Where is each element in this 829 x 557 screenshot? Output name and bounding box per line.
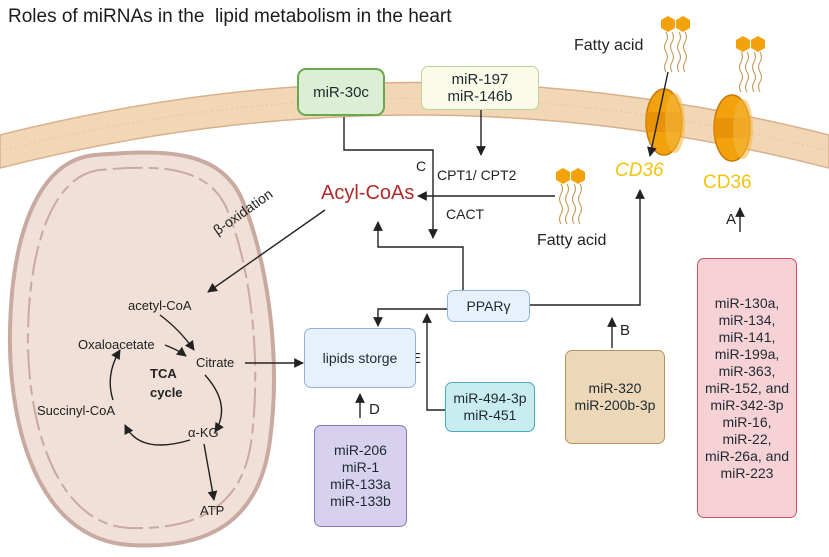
mir206-box: miR-206 miR-1 miR-133a miR-133b (314, 425, 407, 527)
cd36-channel-right (713, 94, 753, 162)
lipids-storage-box: lipids storge (304, 328, 416, 388)
acetyl-coa-label: acetyl-CoA (128, 298, 192, 313)
cd36-label-left: CD36 (615, 160, 664, 181)
mitochondrion (7, 150, 276, 548)
citrate-label: Citrate (196, 355, 235, 370)
oxaloacetate-label: Oxaloacetate (78, 337, 155, 352)
letter-a: A (726, 211, 737, 228)
ppar-gamma-box: PPARγ (447, 290, 530, 322)
acyl-coas-label: Acyl-CoAs (321, 182, 415, 204)
alpha-kg-label: α-KG (188, 425, 219, 440)
fatty-acid-label-top: Fatty acid (574, 37, 644, 54)
cell-membrane (0, 81, 829, 169)
fatty-acid-molecule-3 (555, 167, 586, 225)
succinyl-coa-label: Succinyl-CoA (37, 403, 116, 418)
cd36-label-right: CD36 (703, 172, 752, 193)
cpt-label: CPT1/ CPT2 (437, 167, 517, 183)
cycle-label: cycle (150, 385, 183, 400)
cd36-channel-left (645, 88, 685, 156)
mir-group-a-box: miR-130a, miR-134, miR-141, miR-199a, mi… (697, 258, 797, 518)
fatty-acid-molecule-2 (735, 35, 766, 93)
figure-title: Roles of miRNAs in the lipid metabolism … (8, 6, 452, 27)
letter-e: E (411, 350, 422, 367)
fatty-acid-label-mid: Fatty acid (537, 232, 607, 249)
mir30c-box: miR-30c (297, 68, 385, 116)
tca-label: TCA (150, 366, 177, 381)
mir494-box: miR-494-3p miR-451 (445, 382, 535, 432)
letter-b: B (620, 322, 631, 339)
letter-c: C (416, 158, 427, 174)
cact-label: CACT (446, 206, 485, 222)
mir197-box: miR-197 miR-146b (421, 66, 539, 110)
atp-label: ATP (200, 503, 225, 518)
letter-d: D (369, 401, 380, 418)
mir320-box: miR-320 miR-200b-3p (565, 350, 665, 444)
fatty-acid-molecule-1 (660, 15, 691, 73)
